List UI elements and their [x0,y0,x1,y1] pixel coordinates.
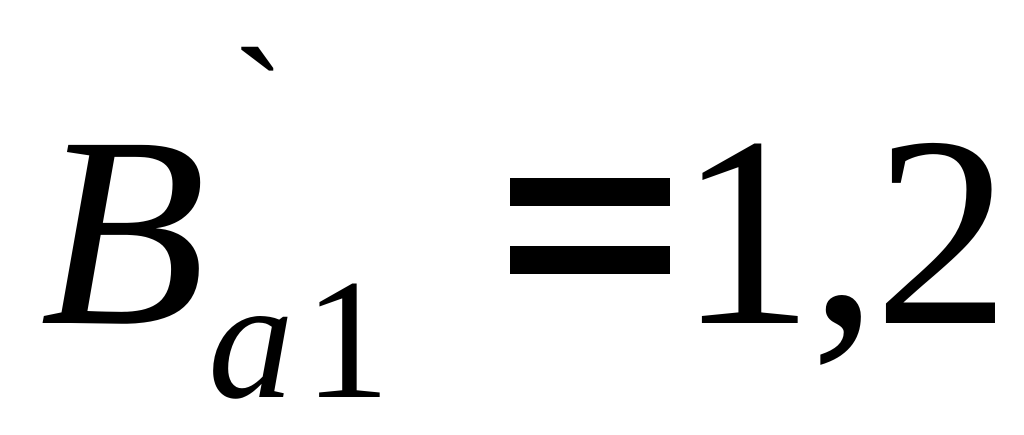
formula-subscript-letter: a [208,245,294,435]
formula-variable: B [40,81,207,382]
equals-sign-top-bar [510,178,670,206]
formula-value: 1,2 [678,81,1010,382]
formula-accent: ` [232,15,286,193]
formula-subscript-digit: 1 [304,245,390,435]
formula: B ` a 1 1,2 [40,15,1010,435]
equals-sign-bottom-bar [510,246,670,274]
